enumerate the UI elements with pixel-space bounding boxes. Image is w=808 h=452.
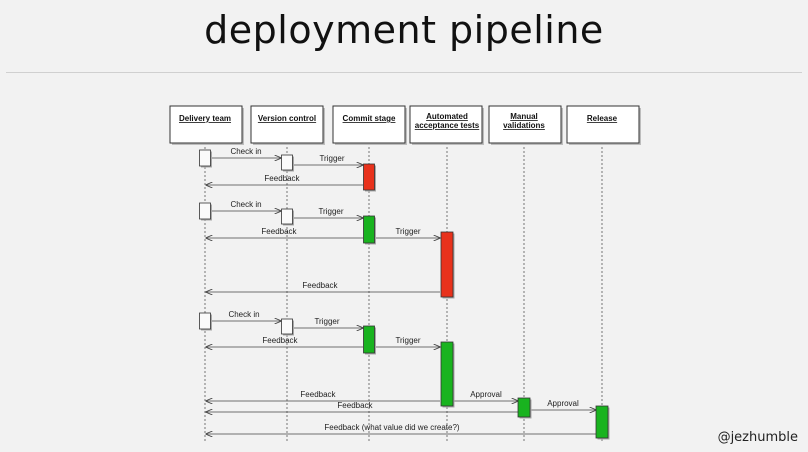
lane-label: validations — [503, 121, 545, 130]
message-arrow: Approval — [530, 399, 596, 410]
activation-pass — [363, 215, 376, 245]
lane-commit: Commit stage — [332, 105, 407, 145]
message-label: Approval — [547, 399, 579, 408]
message-arrow: Trigger — [293, 317, 363, 328]
message-label: Trigger — [395, 227, 420, 236]
activation-neutral — [199, 149, 212, 168]
activation-box — [363, 163, 375, 191]
author-credit: @jezhumble — [717, 430, 798, 445]
message-label: Feedback — [261, 227, 297, 236]
message-label: Trigger — [395, 336, 420, 345]
lane-label: acceptance tests — [415, 121, 480, 130]
message-arrow: Feedback (what value did we create?) — [206, 423, 596, 434]
lane-header-box — [409, 105, 483, 144]
message-label: Feedback — [300, 390, 336, 399]
message-label: Approval — [470, 390, 502, 399]
lane-label: Delivery team — [179, 114, 231, 123]
activation-box — [281, 154, 293, 171]
activation-box — [363, 325, 375, 354]
lane-label: Commit stage — [343, 114, 396, 123]
activation-neutral — [281, 318, 294, 336]
page-title: deployment pipeline — [204, 8, 604, 52]
lane-vcs: Version control — [250, 105, 325, 145]
lane-label: Version control — [258, 114, 316, 123]
activation-box — [440, 231, 454, 298]
message-arrow: Feedback — [206, 174, 363, 185]
activation-fail — [440, 231, 455, 299]
activation-pass — [363, 325, 376, 355]
activation-neutral — [199, 312, 212, 331]
activation-box — [595, 405, 609, 439]
activation-box — [199, 312, 211, 330]
activation-neutral — [199, 202, 212, 221]
message-arrow: Check in — [211, 200, 281, 211]
activation-box — [363, 215, 375, 244]
message-label: Feedback — [337, 401, 373, 410]
message-arrow: Feedback — [206, 401, 518, 412]
message-arrow: Feedback — [206, 227, 363, 238]
activation-fail — [363, 163, 376, 192]
message-arrow: Trigger — [375, 227, 440, 238]
lane-delivery: Delivery team — [169, 105, 244, 145]
lane-header-box — [488, 105, 562, 144]
message-arrow: Check in — [211, 147, 281, 158]
message-label: Trigger — [318, 207, 343, 216]
lane-label: Automated — [426, 112, 468, 121]
message-label: Feedback (what value did we create?) — [324, 423, 460, 432]
message-label: Check in — [230, 147, 261, 156]
lane-release: Release — [566, 105, 641, 145]
message-arrow: Feedback — [206, 390, 440, 401]
activation-box — [281, 318, 293, 335]
message-label: Feedback — [302, 281, 338, 290]
message-label: Feedback — [264, 174, 300, 183]
lane-header-box — [169, 105, 243, 144]
activation-neutral — [281, 208, 294, 226]
activation-pass — [517, 397, 532, 419]
message-label: Check in — [228, 310, 259, 319]
lane-label: Release — [587, 114, 618, 123]
message-label: Trigger — [319, 154, 344, 163]
activation-box — [440, 341, 454, 407]
message-arrow: Check in — [211, 310, 281, 321]
message-label: Feedback — [262, 336, 298, 345]
activation-pass — [440, 341, 455, 408]
message-arrow: Trigger — [293, 154, 363, 165]
message-arrow: Feedback — [206, 336, 363, 347]
message-arrow: Trigger — [375, 336, 440, 347]
message-arrow: Trigger — [293, 207, 363, 218]
activation-box — [281, 208, 293, 225]
lane-label: Manual — [510, 112, 538, 121]
activation-box — [517, 397, 531, 418]
message-label: Check in — [230, 200, 261, 209]
activation-box — [199, 202, 211, 220]
message-arrow: Feedback — [206, 281, 440, 292]
title-divider — [6, 72, 802, 73]
lane-header-box — [332, 105, 406, 144]
activation-box — [199, 149, 211, 167]
message-arrow: Approval — [453, 390, 518, 401]
message-label: Trigger — [314, 317, 339, 326]
lane-header-box — [250, 105, 324, 144]
lane-header-box — [566, 105, 640, 144]
activation-pass — [595, 405, 610, 440]
activation-neutral — [281, 154, 294, 172]
